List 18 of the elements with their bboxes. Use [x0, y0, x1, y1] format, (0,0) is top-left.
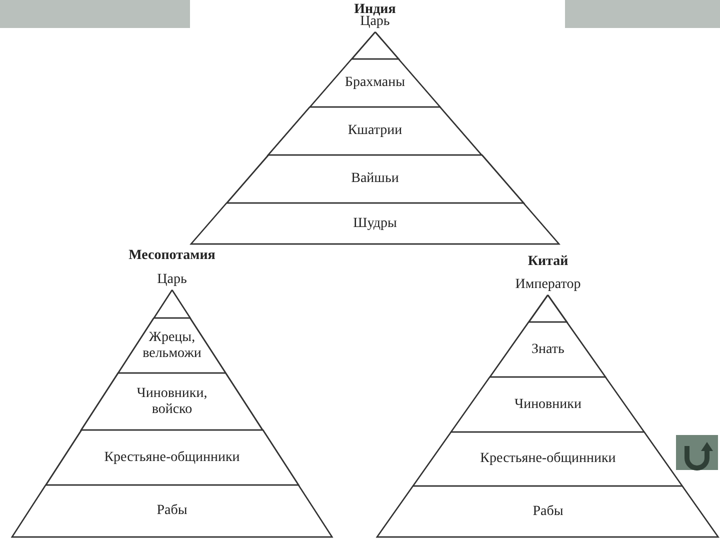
tier-label: Рабы — [156, 503, 188, 519]
tier-label: Жрецы, вельможи — [142, 330, 202, 362]
apex-label: Царь — [157, 272, 187, 288]
pyramid-heading: Китай — [528, 254, 568, 270]
tier-label: Рабы — [532, 504, 564, 520]
tier-label: Чиновники — [514, 396, 582, 412]
tier-label: Чиновники, войско — [136, 386, 208, 418]
pyramid-heading: Индия — [354, 2, 396, 17]
tier-label: Брахманы — [344, 75, 406, 91]
tier-label: Знать — [532, 342, 564, 358]
apex-label: Царь — [360, 14, 390, 30]
tier-label: Крестьяне-общинники — [480, 451, 616, 467]
tier-label: Вайшьи — [351, 171, 399, 187]
tier-label: Крестьяне-общинники — [104, 450, 240, 466]
pyramid-heading: Месопотамия — [128, 248, 216, 264]
tier-label: Шудры — [353, 216, 397, 232]
tier-label: Кшатрии — [348, 123, 402, 139]
apex-label: Император — [515, 277, 581, 293]
